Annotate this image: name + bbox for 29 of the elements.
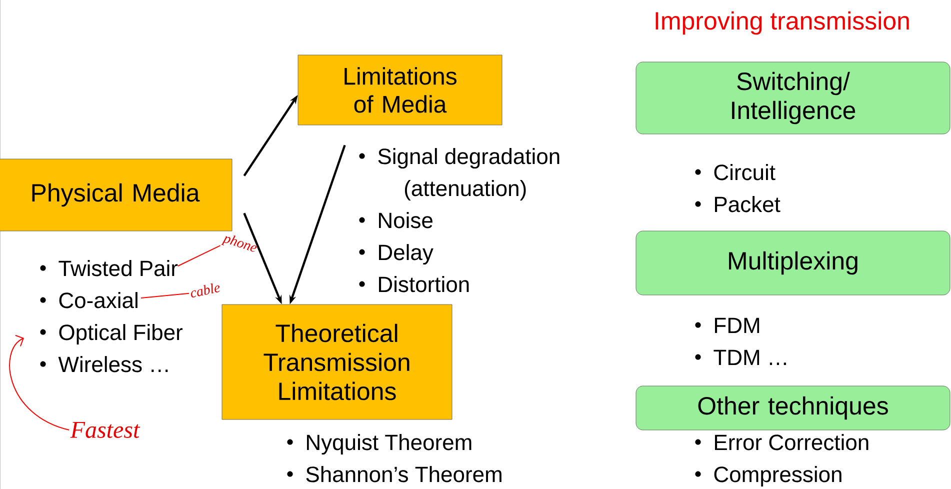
- topic-box: Limitations of Media: [298, 54, 502, 126]
- handwritten-note: Fastest: [70, 422, 140, 438]
- bullet-item: Packet: [695, 196, 780, 212]
- bullet-item: Optical Fiber: [40, 324, 183, 345]
- bullet-item: Nyquist Theorem: [287, 434, 472, 455]
- handwritten-note: phone: [221, 235, 257, 252]
- bullet-item: Circuit: [695, 164, 776, 180]
- arrow: [9, 334, 70, 430]
- bullet-item: TDM …: [695, 350, 786, 365]
- handwritten-note: cable: [191, 283, 220, 298]
- technique-box: Other techniques: [636, 386, 950, 430]
- bullet-item: Signal degradation (attenuation): [359, 148, 560, 201]
- bullet-item: Twisted Pair: [40, 260, 178, 276]
- bullet-item: Delay: [359, 244, 434, 265]
- bullet-item: Wireless …: [40, 356, 168, 372]
- bullet-item: Co-axial: [40, 292, 138, 308]
- topic-box: Physical Media: [0, 158, 232, 232]
- bullet-item: FDM: [695, 318, 760, 333]
- leader-line: [178, 245, 221, 266]
- technique-box: Multiplexing: [636, 230, 950, 296]
- technique-box: Switching/ Intelligence: [636, 62, 950, 134]
- bullet-item: Distortion: [359, 276, 469, 292]
- bullet-item: Noise: [359, 212, 432, 228]
- heading: Improving transmission: [656, 11, 909, 35]
- bullet-item: Error Correction: [695, 434, 868, 450]
- topic-box: Theoretical Transmission Limitations: [222, 304, 452, 420]
- bullet-item: Compression: [695, 466, 842, 487]
- leader-line: [140, 292, 190, 298]
- bullet-item: Shannon’s Theorem: [287, 466, 502, 482]
